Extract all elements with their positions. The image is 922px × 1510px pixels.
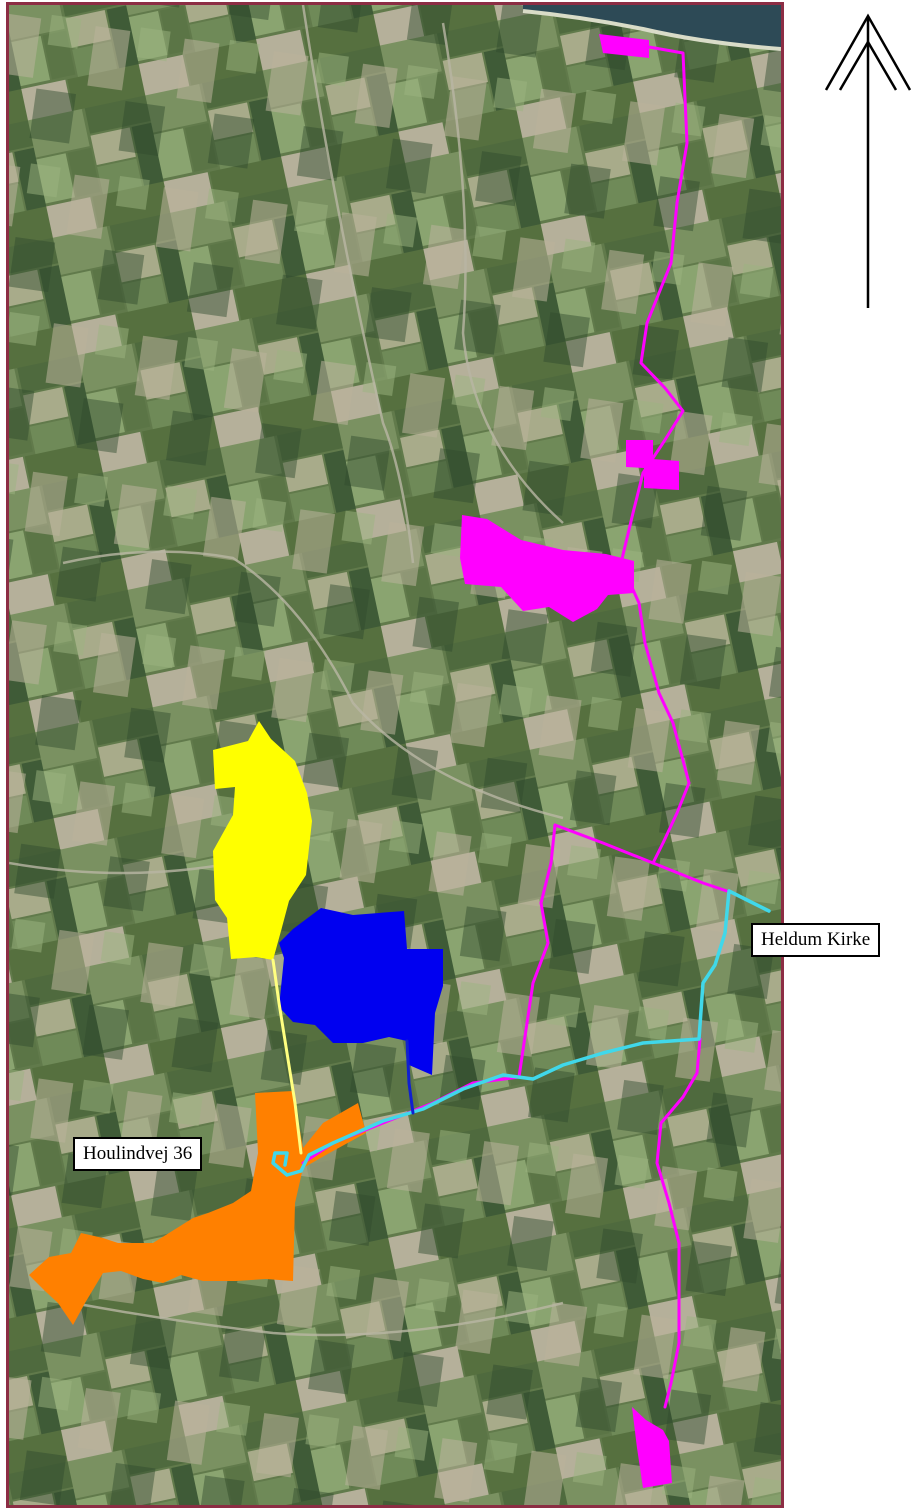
yellow-route	[271, 958, 303, 1155]
yellow-area	[213, 721, 312, 960]
magenta-route-west-loop	[517, 823, 557, 1079]
magenta-route-south	[655, 1037, 702, 1409]
cyan-route	[271, 889, 771, 1177]
heldum-kirke-label: Heldum Kirke	[751, 923, 881, 957]
coastline-water	[523, 5, 781, 49]
blue-route	[405, 1039, 415, 1115]
magenta-area-north	[599, 34, 649, 58]
map-canvas	[9, 5, 781, 1505]
roads	[9, 5, 564, 1337]
north-arrow-icon	[824, 13, 912, 308]
orange-area	[29, 1091, 366, 1325]
magenta-route-east-west	[553, 823, 729, 893]
terrain-overlay	[9, 5, 781, 1505]
coast-beach	[522, 9, 781, 51]
houlindvej-36-label: Houlindvej 36	[73, 1137, 203, 1171]
magenta-route-main	[619, 45, 691, 865]
magenta-area-mid-large	[460, 515, 634, 622]
north-arrow	[818, 12, 918, 317]
blue-area	[279, 908, 443, 1075]
magenta-area-south	[632, 1407, 672, 1488]
magenta-area-mid-small	[626, 440, 679, 490]
aerial-map[interactable]	[6, 2, 784, 1508]
